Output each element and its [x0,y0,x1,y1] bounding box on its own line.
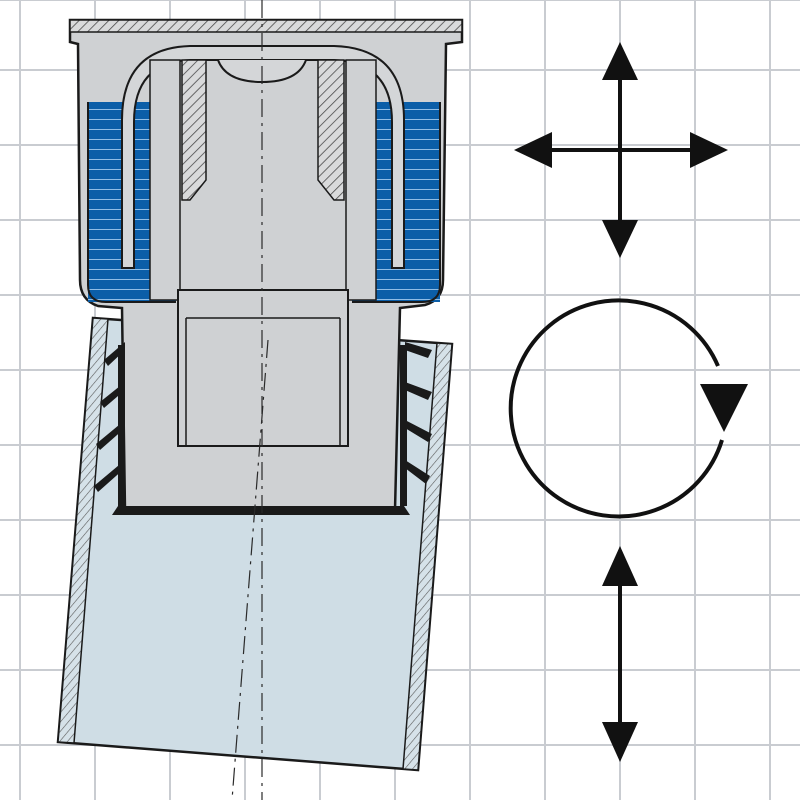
outlet-spigot [177,289,349,447]
four-way-arrow-icon [514,42,728,258]
trap-body [68,18,464,515]
vertical-double-arrow-icon [602,546,638,762]
lip-seal [94,342,432,506]
center-line [231,0,269,800]
grate [69,19,463,33]
rotate-clockwise-icon [508,298,748,519]
bell-insert [121,45,405,301]
